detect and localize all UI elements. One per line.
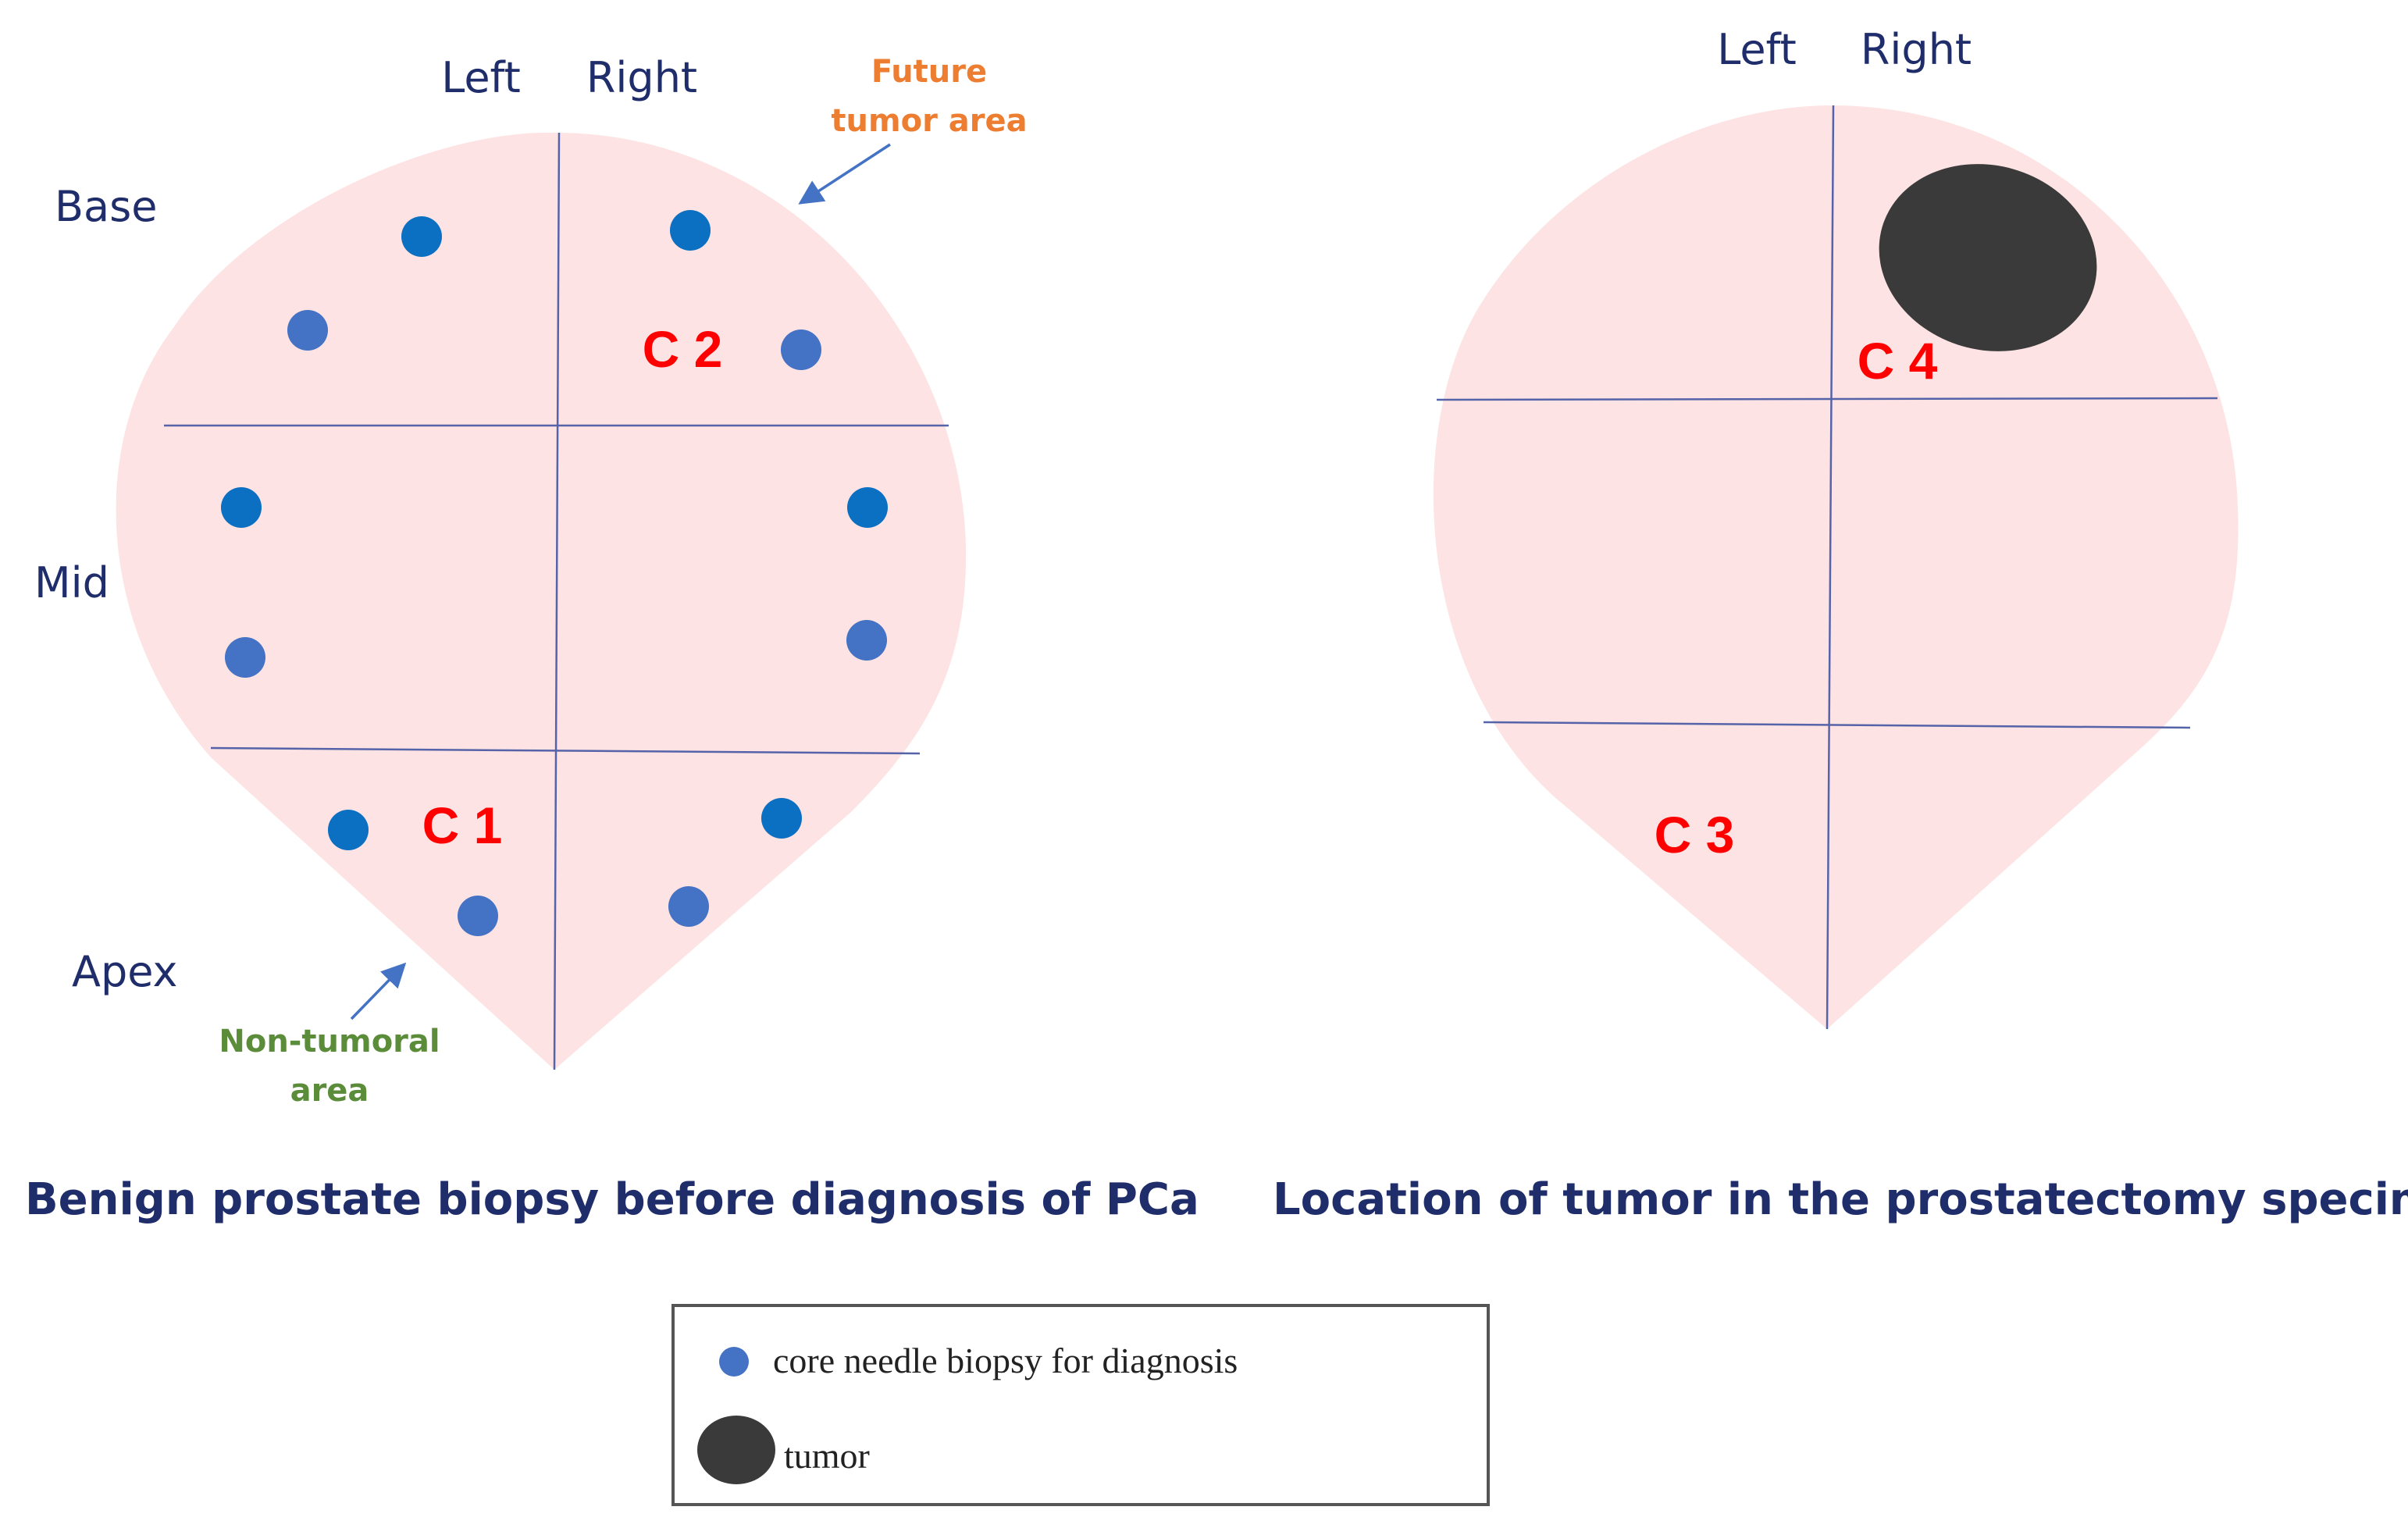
future-tumor-area-arrow [798, 143, 891, 205]
label-apex: Apex [72, 947, 177, 996]
left-panel-label-left: Left [441, 53, 521, 102]
right-panel-caption: Location of tumor in the prostatectomy s… [1273, 1174, 2408, 1225]
blue-dot-icon [719, 1347, 749, 1377]
biopsy-dot [287, 310, 328, 351]
biopsy-dot [670, 210, 711, 251]
biopsy-dot [328, 810, 369, 850]
right-prostate-outline [1433, 105, 2239, 1029]
biopsy-dot [221, 487, 262, 528]
right-lower-horizontal-divider [1483, 721, 2191, 729]
left-lower-horizontal-divider [210, 746, 921, 755]
dark-ellipse-icon [697, 1416, 775, 1484]
left-prostate-outline [116, 132, 967, 1070]
biopsy-dot [401, 216, 442, 257]
tumor-mass [1879, 164, 2097, 351]
biopsy-dot [668, 886, 709, 927]
biopsy-dot [846, 620, 887, 661]
non-tumoral-area-label-line1: Non-tumoral [219, 1024, 440, 1060]
zone-c1-label: C 1 [422, 796, 503, 854]
biopsy-dots [221, 210, 888, 936]
label-mid: Mid [34, 558, 109, 607]
biopsy-dot [781, 329, 821, 370]
zone-c2-label: C 2 [643, 320, 723, 378]
left-panel: Left Right Base Mid Apex Future tumor ar… [25, 53, 1199, 1225]
right-upper-horizontal-divider [1436, 397, 2218, 401]
legend-box [671, 1304, 1490, 1506]
left-vertical-divider [553, 132, 561, 1070]
future-tumor-area-label-line2: tumor area [831, 103, 1027, 139]
biopsy-dot [847, 487, 888, 528]
legend: core needle biopsy for diagnosis tumor [671, 1304, 1490, 1506]
right-panel-label-left: Left [1717, 25, 1797, 74]
future-tumor-area-label-line1: Future [871, 54, 987, 90]
left-panel-label-right: Right [586, 53, 697, 102]
biopsy-dot [458, 896, 498, 936]
non-tumoral-area-arrow [350, 962, 407, 1020]
zone-c4-label: C 4 [1858, 332, 1938, 390]
zone-c3-label: C 3 [1655, 806, 1735, 864]
right-panel: Left Right C 3 C 4 Location of tumor in … [1273, 25, 2408, 1225]
biopsy-dot [761, 798, 802, 839]
label-base: Base [55, 182, 158, 231]
right-vertical-divider [1826, 105, 1835, 1030]
biopsy-dot [225, 637, 265, 678]
legend-tumor-label: tumor [784, 1436, 870, 1476]
right-panel-label-right: Right [1861, 25, 1972, 74]
non-tumoral-area-label-line2: area [290, 1073, 369, 1109]
left-panel-caption: Benign prostate biopsy before diagnosis … [25, 1174, 1199, 1225]
legend-biopsy-label: core needle biopsy for diagnosis [773, 1341, 1238, 1380]
